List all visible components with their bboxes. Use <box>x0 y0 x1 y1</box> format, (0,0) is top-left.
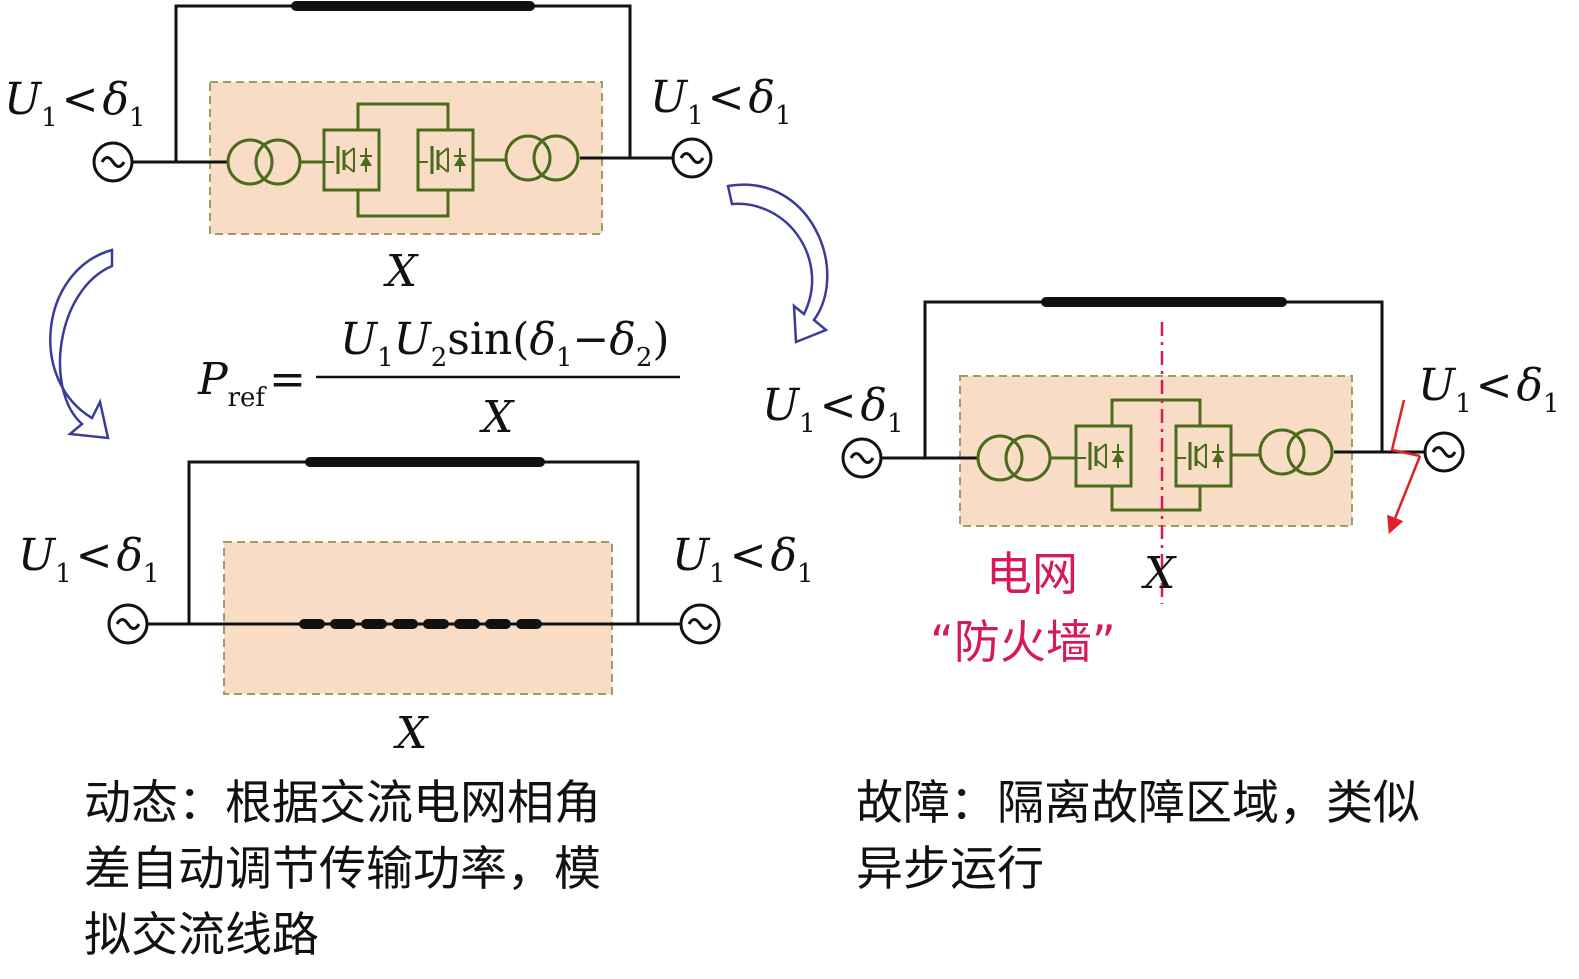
bottom-network <box>107 457 721 695</box>
fault-network <box>841 297 1465 604</box>
fault-arrow-icon <box>1387 455 1422 535</box>
top-right-voltage-label: U1<δ1 <box>650 72 792 131</box>
fault-right-transformer-icon <box>1258 428 1334 476</box>
bottom-left-voltage-label: U1<δ1 <box>18 530 160 589</box>
fault-reactance-label: X <box>1141 548 1177 599</box>
dynamic-caption-line3: 拟交流线路 <box>84 908 319 963</box>
top-left-ac-source-icon <box>92 141 134 183</box>
top-right-transformer-icon <box>504 134 580 182</box>
bottom-left-ac-source-icon <box>107 603 149 645</box>
top-network <box>92 1 713 235</box>
arrow-to-fault-icon <box>726 183 829 344</box>
fault-caption-line2: 异步运行 <box>856 842 1044 897</box>
top-right-ac-source-icon <box>671 137 713 179</box>
fault-lightning-icon <box>1390 399 1421 458</box>
arrow-to-dynamic-icon <box>49 248 114 440</box>
formula-denominator: X <box>479 392 515 443</box>
top-left-voltage-label: U1<δ1 <box>4 74 146 133</box>
firewall-label-line2: “防火墙” <box>930 615 1116 669</box>
bottom-reactance-label: X <box>393 708 429 759</box>
bottom-converter-box <box>223 541 613 695</box>
fault-caption-line1: 故障：隔离故障区域，类似 <box>856 776 1420 831</box>
dynamic-caption-line2: 差自动调节传输功率，模 <box>84 842 601 897</box>
fault-right-ac-source-icon <box>1423 431 1465 473</box>
top-reactance-label: X <box>383 246 419 297</box>
bottom-right-ac-source-icon <box>679 603 721 645</box>
fault-left-ac-source-icon <box>841 437 883 479</box>
dynamic-caption-line1: 动态：根据交流电网相角 <box>84 776 601 831</box>
formula-lhs: Pref= <box>197 354 306 413</box>
fault-right-voltage-label: U1<δ1 <box>1418 360 1560 419</box>
formula-numerator: U1U2sin(δ1−δ2) <box>340 314 670 373</box>
firewall-label-line1: 电网 <box>986 547 1078 601</box>
bottom-right-voltage-label: U1<δ1 <box>672 530 814 589</box>
fault-left-voltage-label: U1<δ1 <box>762 380 904 439</box>
